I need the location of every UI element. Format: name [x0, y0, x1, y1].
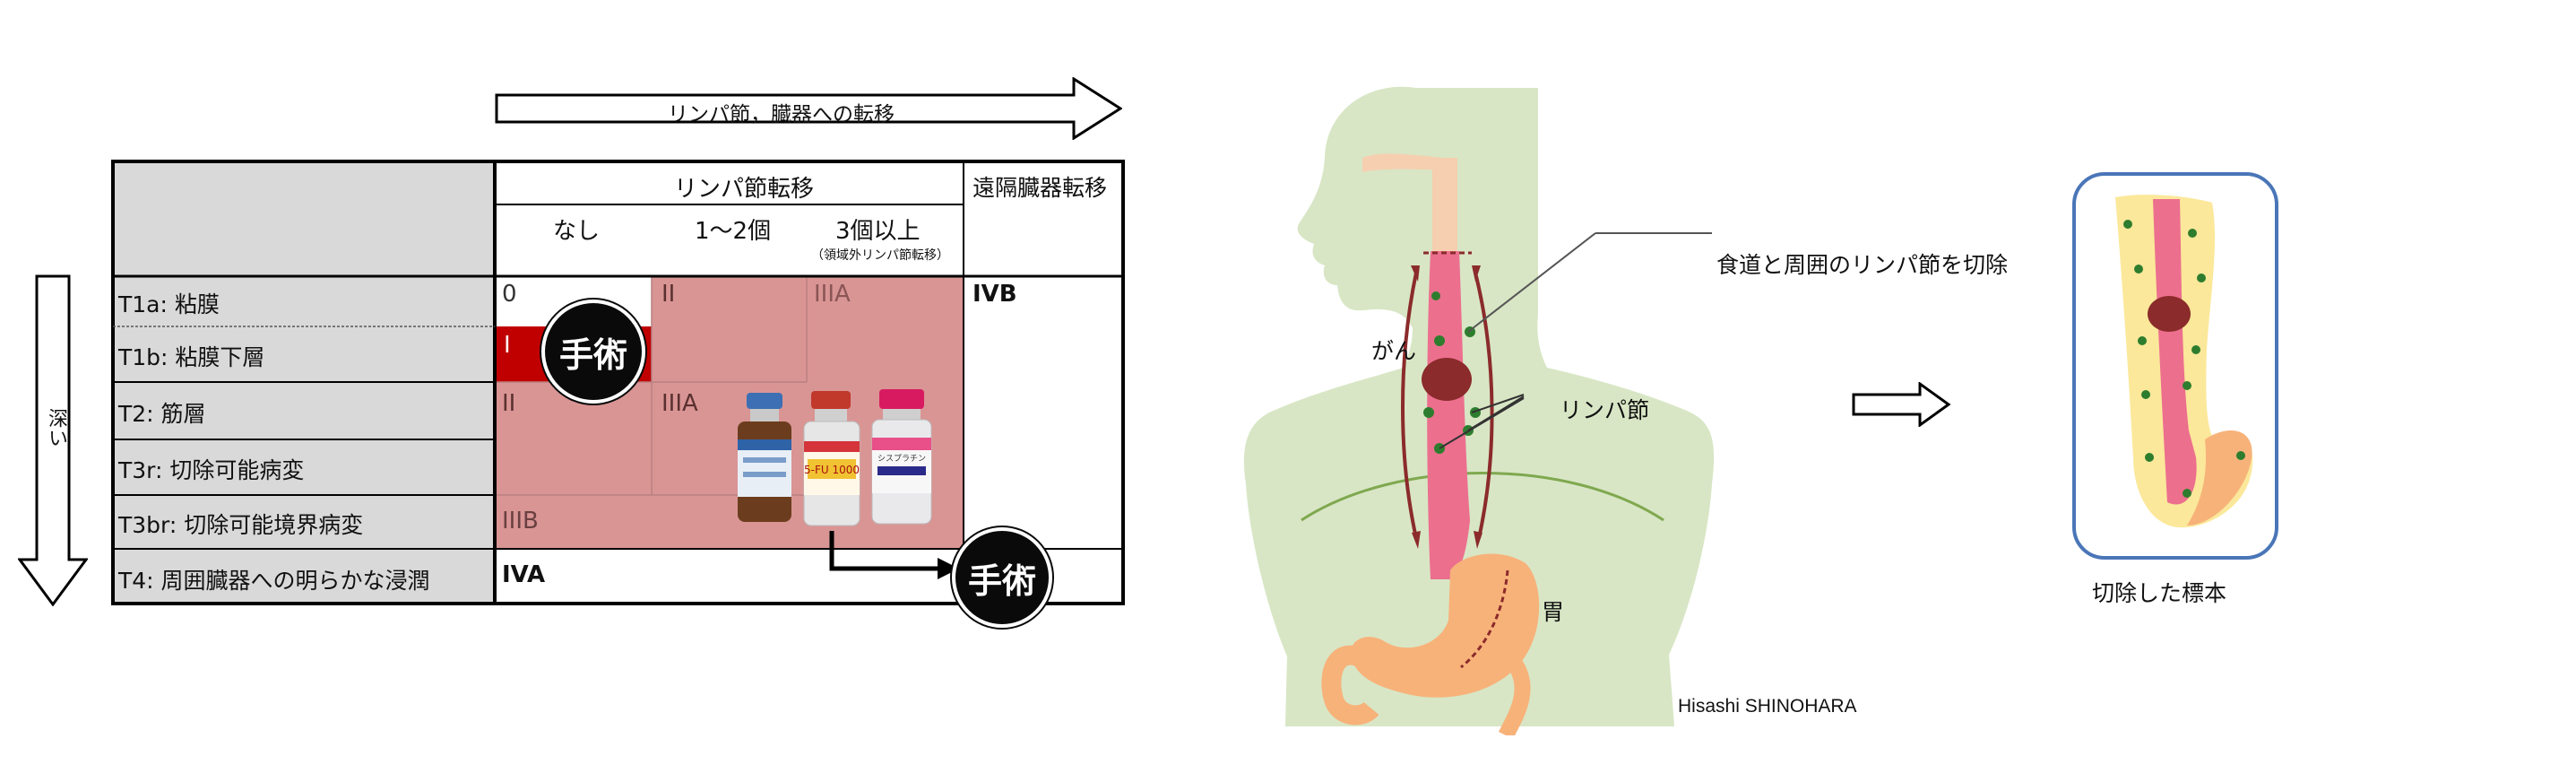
specimen-caption: 切除した標本 — [2092, 580, 2227, 606]
header-none: なし — [553, 218, 601, 245]
header-three-plus: 3個以上 — [835, 218, 921, 245]
vial-label-5fu: 5-FU 1000 — [804, 464, 860, 476]
treatment-flow-arrow — [829, 531, 959, 579]
stage-0: 0 — [502, 281, 517, 308]
lymph-arrow — [495, 77, 1122, 140]
depth-arrow-label: 深い — [45, 408, 67, 447]
row-label-t3br: T3br: 切除可能境界病変 — [118, 512, 364, 538]
depth-arrow — [18, 274, 88, 606]
header-distant-metastasis: 遠隔臓器転移 — [972, 175, 1108, 201]
stage-II-top: II — [661, 281, 676, 308]
stage-IIIA-top: IIIA — [814, 281, 851, 308]
stage-II-mid: II — [502, 390, 516, 417]
vial-label-cisplatin: シスプラチン — [877, 454, 926, 464]
row-label-t2: T2: 筋層 — [118, 401, 206, 427]
stage-I: I — [504, 332, 511, 359]
surgery-badge-1: 手術 — [541, 300, 645, 404]
row-label-t3r: T3r: 切除可能病変 — [118, 457, 305, 483]
resect-label: 食道と周囲のリンパ節を切除 — [1716, 252, 2009, 278]
header-lymph-metastasis: リンパ節転移 — [674, 176, 815, 203]
stage-IIIA-mid: IIIA — [661, 390, 698, 417]
author-credit: Hisashi SHINOHARA — [1678, 696, 1857, 717]
row-label-t4: T4: 周囲臓器への明らかな浸潤 — [118, 568, 430, 594]
stage-IIIB: IIIB — [502, 508, 539, 534]
stomach-label: 胃 — [1542, 599, 1565, 625]
result-arrow — [1852, 382, 1951, 427]
cancer-label: がん — [1371, 338, 1417, 364]
surgery-badge-2: 手術 — [952, 527, 1052, 628]
lymph-arrow-label: リンパ節，臓器への転移 — [668, 103, 895, 126]
header-three-plus-note: （領域外リンパ節転移） — [811, 248, 949, 263]
row-label-t1a: T1a: 粘膜 — [118, 291, 220, 317]
chemotherapy-vials-image: 5-FU 1000 シスプラチン — [738, 389, 932, 526]
torso-illustration — [1243, 86, 1715, 735]
stage-IVB: IVB — [972, 281, 1017, 308]
row-label-t1b: T1b: 粘膜下層 — [118, 344, 265, 370]
lymph-node-label: リンパ節 — [1560, 397, 1650, 423]
specimen-illustration — [2072, 172, 2278, 560]
header-one-two: 1〜2個 — [695, 218, 772, 245]
stage-IVA: IVA — [502, 561, 546, 588]
